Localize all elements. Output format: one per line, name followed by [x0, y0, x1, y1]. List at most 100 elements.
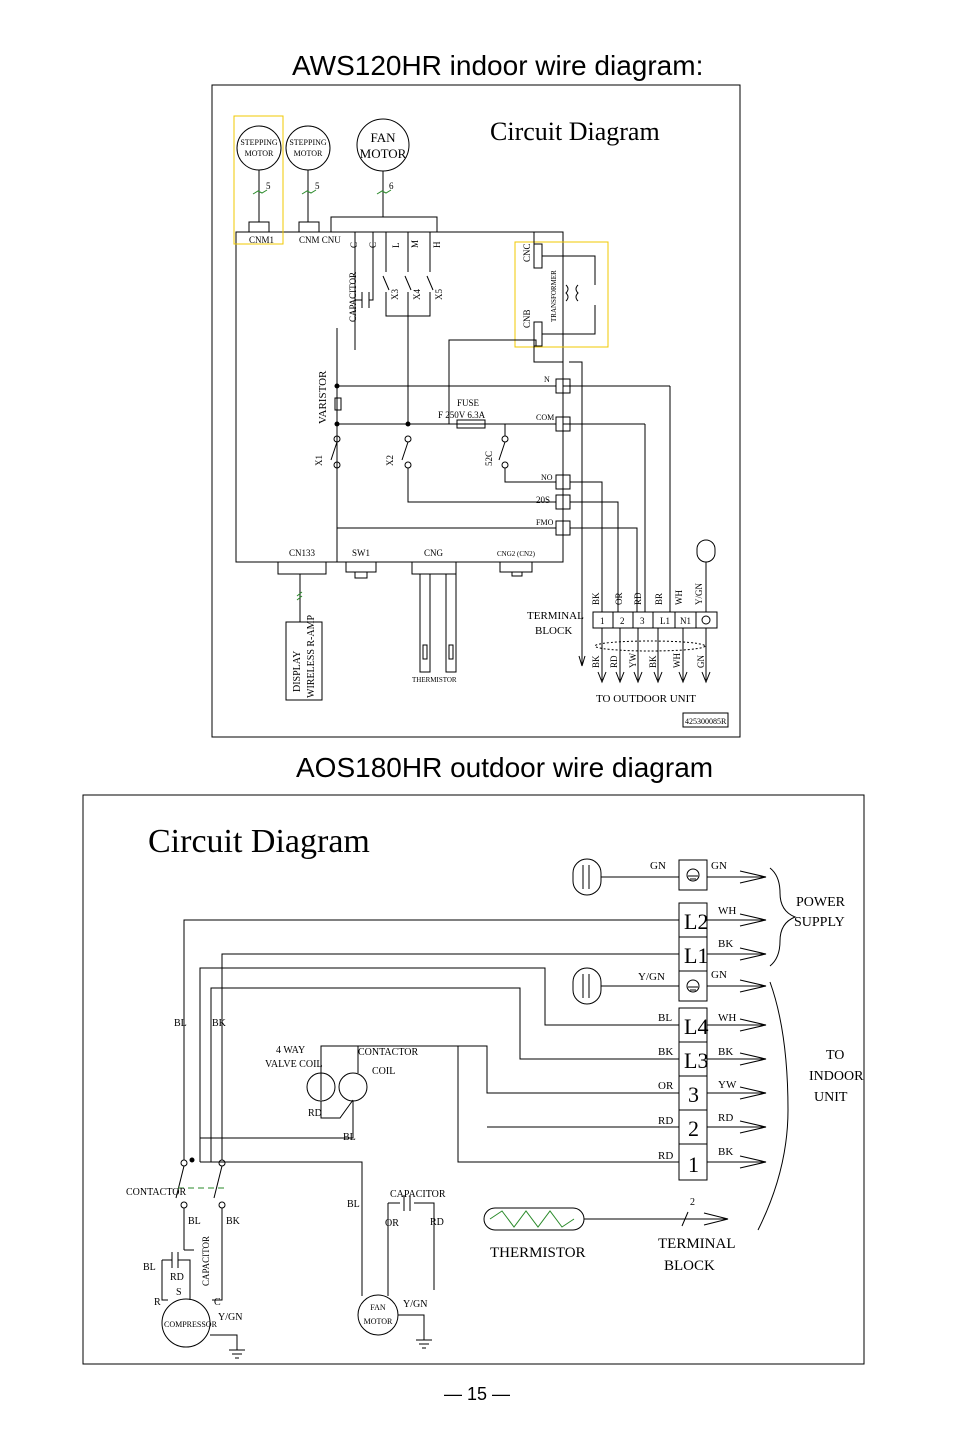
left-rd2-label: RD [658, 1150, 673, 1162]
fan-tap-l: L [391, 243, 401, 249]
relay-x1-label: X1 [314, 455, 324, 466]
stepping-motor-1-label-b: MOTOR [245, 149, 274, 158]
terminal-num-1: 1 [600, 616, 605, 626]
varistor-label: VARISTOR [317, 370, 329, 424]
outdoor-diagram-title: AOS180HR outdoor wire diagram [296, 752, 714, 783]
wire-ygn-fan: Y/GN [403, 1299, 427, 1310]
output-fmo-label: FMO [536, 518, 554, 527]
right-bk2-label: BK [718, 1046, 733, 1058]
compressor-capacitor-label: CAPACITOR [201, 1236, 211, 1286]
terminal-2-label: 2 [688, 1116, 699, 1141]
cnb-label: CNB [522, 309, 532, 328]
indoor-diagram [211, 84, 741, 738]
wire-bl-sw: BL [188, 1216, 201, 1227]
to-indoor-label-c: UNIT [814, 1090, 848, 1105]
terminal-l2-label: L2 [684, 909, 708, 934]
terminal-l4-label: L4 [684, 1014, 708, 1039]
contactor-coil-label-a: CONTACTOR [358, 1047, 418, 1058]
bottom-color-5: WH [672, 653, 682, 668]
wire-or-cap: OR [385, 1218, 399, 1229]
wire-rd-coil: RD [308, 1108, 322, 1119]
cnm1-label: CNM1 [249, 235, 274, 245]
four-way-label-a: 4 WAY [276, 1045, 305, 1056]
contactor-coil-label-b: COIL [372, 1066, 395, 1077]
gnd-terminal-1 [678, 859, 708, 891]
relay-x4-label: X4 [412, 289, 422, 300]
outdoor-diagram [82, 794, 865, 1365]
indoor-thermistor-label: THERMISTOR [412, 676, 457, 684]
to-indoor-label-b: INDOOR [809, 1069, 864, 1084]
terminal-l3-label: L3 [684, 1048, 708, 1073]
highlight-box-2 [514, 241, 609, 348]
wire-count-1: 5 [266, 181, 271, 191]
indoor-terminal-block-label-b: BLOCK [535, 625, 572, 637]
left-bl-label: BL [658, 1012, 672, 1024]
cnm-cnu-label: CNM CNU [299, 235, 341, 245]
stepping-motor-1-label-a: STEPPING [240, 138, 278, 147]
terminal-num-3: 3 [640, 616, 645, 626]
bottom-color-6: GN [696, 655, 706, 668]
relay-x2-label: X2 [385, 455, 395, 466]
terminal-3-label: 3 [688, 1082, 699, 1107]
cn133-label: CN133 [289, 548, 316, 558]
fan-tap-c1: C [349, 242, 359, 248]
right-bk1-label: BK [718, 938, 733, 950]
output-com-label: COM [536, 413, 554, 422]
compressor-label: COMPRESSOR [164, 1320, 218, 1329]
outdoor-terminal-block-label-a: TERMINAL [658, 1236, 736, 1252]
outdoor-terminal-block-label-b: BLOCK [664, 1258, 715, 1274]
to-indoor-label-a: TO [826, 1048, 844, 1063]
pin-s-label: S [176, 1287, 182, 1298]
terminal-num-2: 2 [620, 616, 625, 626]
wire-rd-cap: RD [170, 1272, 184, 1283]
top-color-6: Y/GN [694, 583, 704, 605]
wire-rd-cap2: RD [430, 1217, 444, 1228]
cng-label: CNG [424, 548, 444, 558]
stepping-motor-2-label-a: STEPPING [289, 138, 327, 147]
fan-motor-label-a: FAN [370, 130, 396, 145]
wire-bk-top: BK [212, 1018, 227, 1029]
terminal-num-n1: N1 [680, 616, 691, 626]
pin-r-label: R [154, 1297, 161, 1308]
fan-motor [356, 118, 410, 172]
outdoor-arrows [707, 870, 767, 1169]
stepping-motor-2-label-b: MOTOR [294, 149, 323, 158]
display-label: DISPLAY [292, 651, 303, 692]
right-gn1-label: GN [711, 860, 727, 872]
right-wh2-label: WH [718, 1012, 736, 1024]
wire-bl-left: BL [143, 1262, 156, 1273]
pin-c-label: C [214, 1297, 221, 1308]
wire-bl-fan: BL [347, 1199, 360, 1210]
indoor-capacitor-label: CAPACITOR [348, 272, 358, 322]
indoor-terminal-block-label-a: TERMINAL [527, 610, 584, 622]
highlight-box-1 [233, 115, 284, 245]
top-color-2: OR [614, 592, 624, 605]
terminal-1-label: 1 [688, 1152, 699, 1177]
top-color-4: BR [654, 593, 664, 605]
bottom-color-3: YW [628, 653, 638, 668]
gnd-terminal-2 [678, 970, 708, 1002]
wire-two-label: 2 [690, 1197, 695, 1208]
fuse-label: FUSE [457, 398, 480, 408]
fan-motor-label-b: MOTOR [360, 146, 407, 161]
fuse-rating-label: F 250V 6.3A [438, 410, 486, 420]
outdoor-fan-motor-label-a: FAN [370, 1303, 386, 1312]
fan-tap-m: M [410, 240, 420, 248]
wire-count-2: 5 [315, 181, 320, 191]
outdoor-fan-motor-label-b: MOTOR [364, 1317, 393, 1326]
relay-x3-label: X3 [390, 289, 400, 300]
fan-tap-h: H [432, 241, 442, 248]
right-bk3-label: BK [718, 1146, 733, 1158]
cng2-label: CNG2 (CN2) [497, 550, 536, 558]
indoor-diagram-title: AWS120HR indoor wire diagram: [292, 50, 704, 81]
right-gn2-label: GN [711, 969, 727, 981]
stepping-motor-1 [236, 125, 282, 171]
wire-bk-sw: BK [226, 1216, 241, 1227]
bottom-color-4: BK [648, 655, 658, 668]
left-rd1-label: RD [658, 1115, 673, 1127]
bottom-color-2: RD [609, 655, 619, 668]
indoor-pcb-outline [235, 231, 564, 563]
power-supply-label-b: SUPPLY [794, 915, 845, 930]
indoor-frame [211, 84, 741, 738]
